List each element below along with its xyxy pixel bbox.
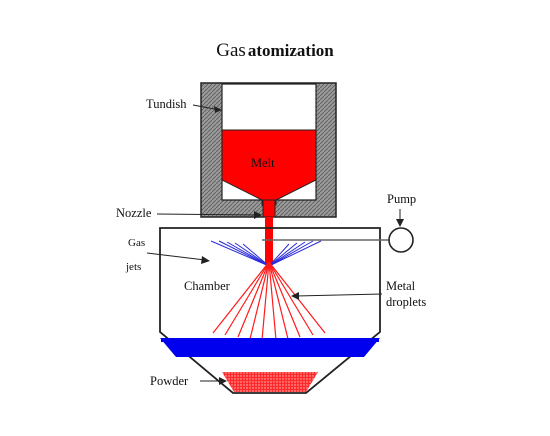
- arrowhead-pump: [396, 219, 404, 227]
- title-part-2: atomization: [248, 41, 334, 60]
- label-metal-line1: Metal: [386, 279, 416, 293]
- arrowhead-tundish: [214, 106, 222, 113]
- collection-zone: [160, 338, 380, 357]
- arrowhead-gas-jets: [201, 256, 210, 264]
- chamber-wall: [159, 227, 381, 394]
- label-chamber: Chamber: [184, 279, 231, 293]
- pump-symbol: [388, 227, 414, 253]
- label-gas-line2: jets: [125, 261, 141, 273]
- leader-nozzle: [156, 213, 258, 216]
- label-melt: Melt: [251, 156, 275, 170]
- arrowhead-metal-droplets: [291, 292, 299, 300]
- label-powder: Powder: [150, 374, 189, 388]
- label-nozzle: Nozzle: [116, 206, 152, 220]
- collection-zone-top: [161, 338, 379, 342]
- nozzle: [262, 199, 276, 218]
- label-gas-line1: Gas: [128, 237, 145, 249]
- arrowhead-nozzle: [254, 211, 262, 219]
- leader-gas-jets: [146, 252, 206, 261]
- melt-stream: [265, 217, 273, 265]
- title-part-1: Gas: [216, 40, 246, 61]
- label-pump: Pump: [387, 192, 416, 206]
- powder-pile: [222, 372, 318, 392]
- label-tundish: Tundish: [146, 97, 187, 111]
- gas-jets: [210, 240, 322, 267]
- arrowhead-powder: [219, 377, 227, 385]
- metal-droplet-streams: [212, 261, 326, 341]
- melt-pool: [221, 129, 317, 206]
- label-metal-line2: droplets: [386, 295, 426, 309]
- leader-metal-droplets: [295, 293, 383, 297]
